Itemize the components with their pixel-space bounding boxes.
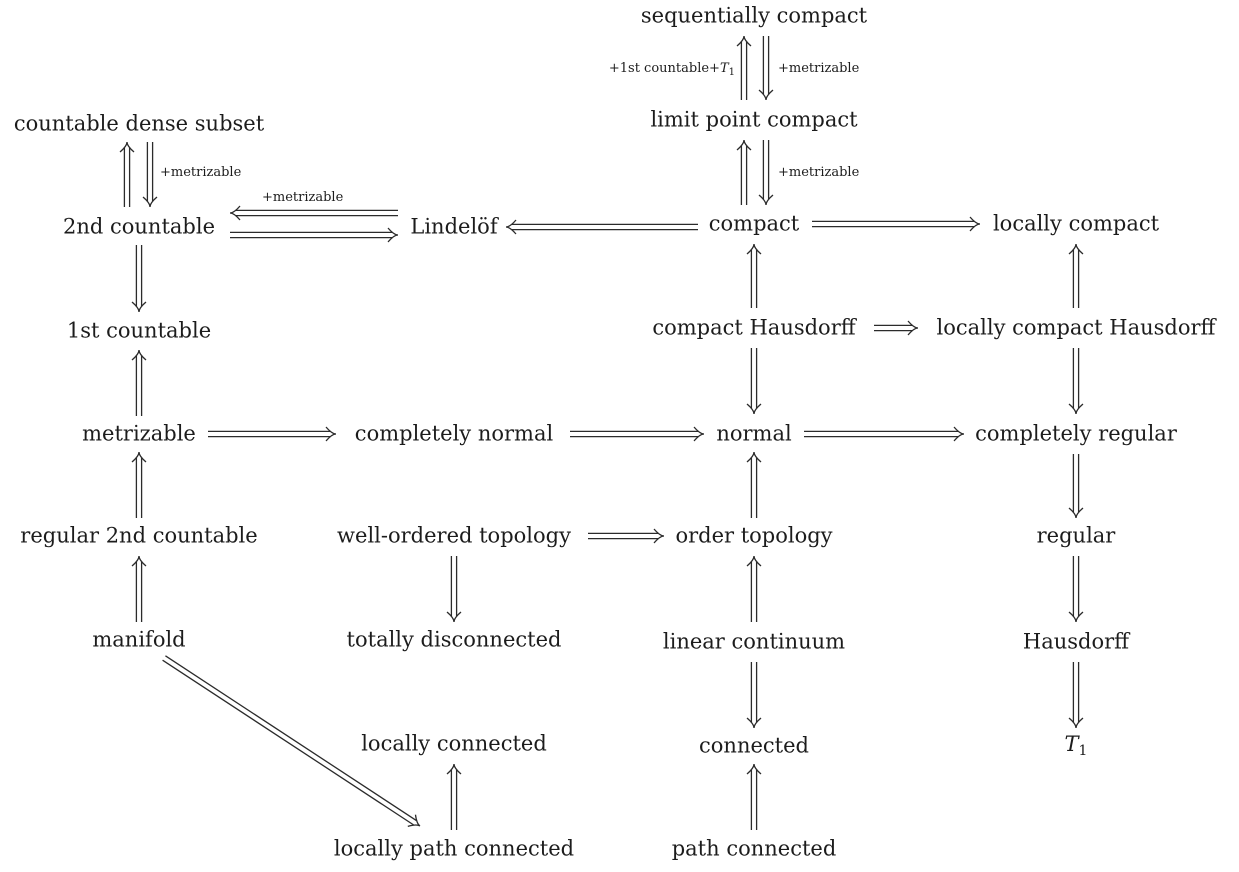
arrow-cds-to-2nd [142,142,158,208]
node-well-ordered-topology: well-ordered topology [337,523,571,548]
node-sequentially-compact: sequentially compact [640,3,868,28]
arrow-2nd-to-1st [131,245,147,313]
node-locally-connected: locally connected [361,731,547,756]
node-totally-disconnected: totally disconnected [346,627,562,652]
node-compact-hausdorff: compact Hausdorff [652,315,856,340]
arrow-compact-to-lpc [736,139,752,205]
arrow-wot-to-td [446,556,462,623]
arrow-lpc-to-seq [736,35,752,100]
arrow-manifold-to-reg2nd [131,555,147,622]
cond-cds-to-2nd: +metrizable [160,165,242,180]
node-limit-point-compact: limit point compact [650,107,858,132]
node-2nd-countable: 2nd countable [62,214,216,239]
node-hausdorff: Hausdorff [1022,629,1130,654]
arrow-reg2nd-to-metrizable [131,451,147,518]
arrow-ch-to-compact [746,243,762,308]
arrow-lc-to-connected [746,662,762,729]
arrow-ot-to-normal [746,451,762,518]
arrow-ch-to-normal [746,348,762,415]
arrow-compact-to-lindelof [505,219,698,235]
node-compact: compact [708,211,800,236]
cond-lpc-to-seq-prefix: +1st countable+ [608,61,720,76]
arrow-ch-to-lch [874,320,919,336]
node-normal: normal [716,421,792,446]
cond-lpc-to-seq: +1st countable+T1 [609,62,735,78]
node-1st-countable: 1st countable [66,318,212,343]
node-locally-path-connected: locally path connected [333,836,575,861]
node-order-topology: order topology [675,523,833,548]
node-regular-2nd-countable: regular 2nd countable [20,523,258,548]
node-completely-normal: completely normal [354,421,554,446]
node-countable-dense-subset: countable dense subset [13,111,265,136]
node-connected: connected [699,733,809,758]
node-locally-compact: locally compact [992,211,1160,236]
node-regular: regular [1036,523,1116,548]
node-t1: T1 [1064,732,1088,759]
node-path-connected: path connected [671,836,837,861]
arrow-pathconn-to-connected [746,763,762,830]
node-locally-compact-hausdorff: locally compact Hausdorff [936,315,1216,340]
arrow-normal-to-cr [804,426,965,442]
node-lindelof: Lindelöf [410,214,498,239]
cond-lindelof-to-2nd: +metrizable [262,190,344,205]
arrow-2nd-to-lindelof [230,227,399,243]
arrow-metrizable-to-1st [131,349,147,416]
arrow-lc-to-ot [746,555,762,622]
cond-t1-subscript: 1 [728,67,735,78]
node-linear-continuum: linear continuum [662,629,846,654]
arrow-hausdorff-to-t1 [1068,662,1084,729]
arrow-lch-to-locally-compact [1068,243,1084,308]
arrow-seq-to-lpc [758,36,774,101]
node-metrizable: metrizable [82,421,196,446]
arrow-2nd-to-cds [119,141,135,207]
arrow-manifold-to-lpconn [162,655,421,827]
arrow-lpconn-to-lconn [446,763,462,830]
arrow-compact-to-locally-compact [812,216,981,232]
arrow-lch-to-completely-regular [1068,348,1084,415]
arrow-metrizable-to-cn [208,426,337,442]
t1-subscript: 1 [1078,743,1088,759]
cond-compact-to-lpc: +metrizable [778,165,860,180]
cond-t1-letter: T [719,61,729,76]
arrow-cr-to-regular [1068,454,1084,519]
arrow-lindelof-to-2nd [229,205,398,221]
arrow-wot-to-ot [588,528,665,544]
node-manifold: manifold [92,627,186,652]
arrow-cn-to-normal [570,426,705,442]
arrow-regular-to-hausdorff [1068,556,1084,623]
arrow-lpc-to-compact [758,140,774,206]
t1-letter: T [1064,732,1079,756]
cond-seq-to-lpc: +metrizable [778,61,860,76]
node-completely-regular: completely regular [975,421,1177,446]
